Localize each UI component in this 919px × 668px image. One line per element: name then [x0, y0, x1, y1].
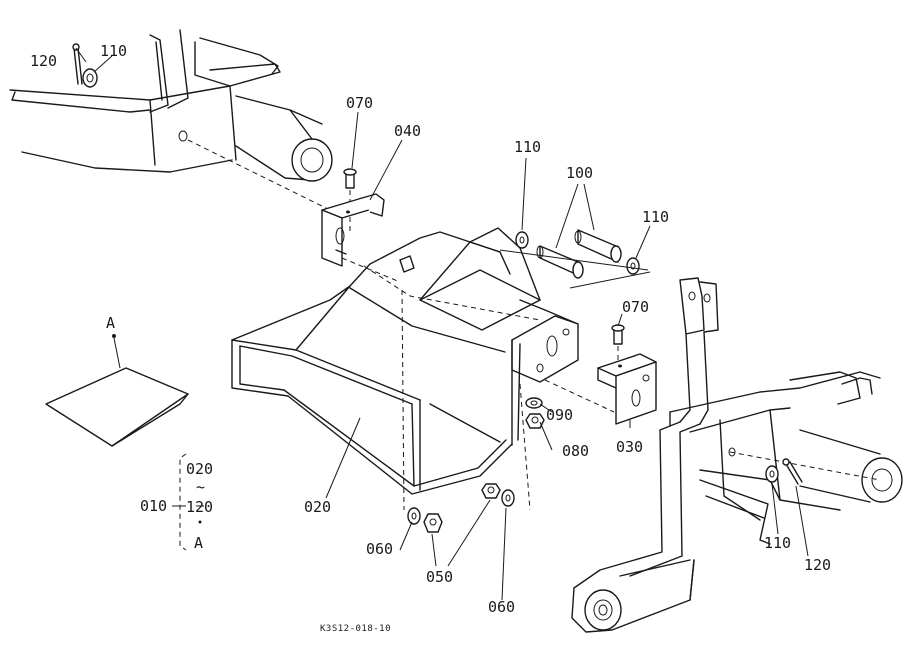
leader-lines — [75, 47, 809, 601]
assembly-extra-a: A — [194, 534, 204, 552]
label-030: 030 — [616, 438, 644, 456]
weight-frame-020 — [231, 227, 579, 511]
washer-110-bottom — [765, 465, 779, 483]
assembly-bracket — [172, 453, 204, 551]
cotter-pin-120-top — [72, 43, 83, 85]
nut-080 — [525, 413, 545, 429]
washer-110-right — [626, 257, 640, 275]
label-100: 100 — [566, 164, 594, 182]
nut-050-b — [423, 513, 443, 533]
label-070-right: 070 — [622, 298, 650, 316]
assembly-part-010: 010 — [140, 497, 168, 515]
pin-axis-line — [499, 249, 649, 271]
label-120-bottom: 120 — [804, 556, 832, 574]
label-120-top: 120 — [30, 52, 58, 70]
label-040: 040 — [394, 122, 422, 140]
pin-axis-line-2 — [569, 271, 651, 289]
label-070-top: 070 — [346, 94, 374, 112]
right-tractor-frame — [669, 371, 903, 545]
assembly-range-tilde: ~ — [196, 478, 206, 496]
label-110-top: 110 — [100, 42, 128, 60]
assembly-range-from: 020 — [186, 460, 214, 478]
washer-060-b — [407, 507, 421, 525]
plate-a — [45, 334, 189, 447]
left-tractor-frame — [9, 29, 333, 211]
pin-100-b — [574, 229, 622, 263]
label-110-bottom: 110 — [764, 534, 792, 552]
figure-code: K3S12-018-10 — [320, 624, 392, 634]
assembly-range-to: 120 — [186, 498, 214, 516]
label-050: 050 — [426, 568, 454, 586]
washer-110-mid — [515, 231, 529, 249]
label-020-main: 020 — [304, 498, 332, 516]
washer-090 — [525, 397, 543, 409]
right-lift-arm — [571, 277, 719, 633]
label-060-left: 060 — [366, 540, 394, 558]
pin-100-a — [536, 245, 584, 279]
washer-110-top — [82, 68, 98, 88]
label-110-right: 110 — [642, 208, 670, 226]
cotter-pin-120-bottom — [782, 458, 803, 485]
label-060-right: 060 — [488, 598, 516, 616]
washer-060-a — [501, 489, 515, 507]
nut-050-a — [481, 483, 501, 499]
bracket-040 — [321, 193, 401, 283]
label-090: 090 — [546, 406, 574, 424]
label-110-mid: 110 — [514, 138, 542, 156]
bracket-030 — [544, 353, 657, 425]
label-080: 080 — [562, 442, 590, 460]
label-a-plate: A — [106, 314, 116, 332]
